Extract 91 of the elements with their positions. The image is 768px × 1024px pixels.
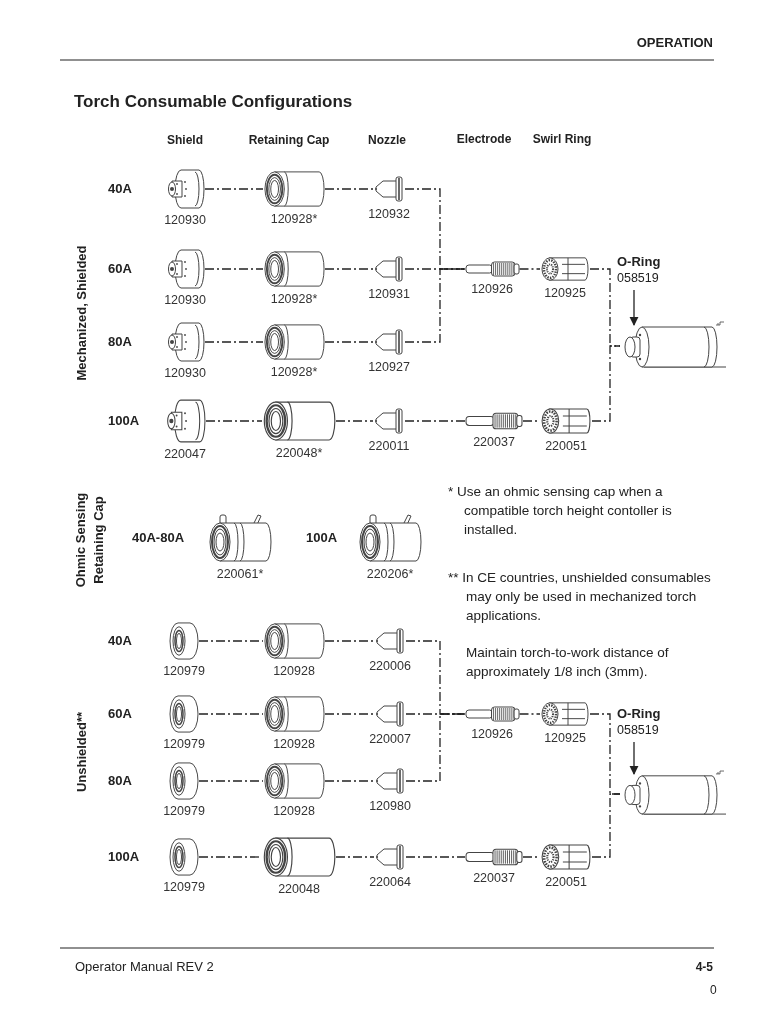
connector-line	[335, 856, 375, 858]
column-header: Retaining Cap	[248, 131, 330, 149]
part-number: 120932	[368, 207, 410, 221]
footnote: * Use an ohmic sensing cap when a compatible torch height contoller is installed.	[448, 483, 673, 539]
part-number: 220048	[278, 882, 320, 896]
part-number: 220047	[164, 447, 206, 461]
part-number: 220007	[369, 732, 411, 746]
connector-line	[205, 420, 263, 422]
connector-line	[591, 793, 621, 858]
part-number: 120979	[163, 737, 205, 751]
column-header: Shield	[167, 131, 203, 149]
part-number: 120930	[164, 213, 206, 227]
connector-line	[324, 713, 375, 715]
footer-text: 0	[710, 981, 717, 999]
part-number: 220037	[473, 435, 515, 449]
part-number: 120931	[368, 287, 410, 301]
part-number: 120928	[273, 804, 315, 818]
row-label: 60A	[108, 259, 132, 278]
connector-line	[324, 188, 374, 190]
row-label: 80A	[108, 771, 132, 790]
connector-line	[324, 268, 374, 270]
part-number: 220011	[368, 439, 410, 453]
connector-line	[404, 268, 466, 270]
page-number: 4-5	[695, 958, 713, 976]
part-name: O-Ring	[617, 705, 662, 722]
connector-line	[591, 345, 621, 422]
part-number: 058519	[617, 270, 660, 287]
part-number: 120979	[163, 880, 205, 894]
part-number: 120979	[163, 804, 205, 818]
part-number: 220061*	[216, 567, 264, 581]
part-number: 120930	[164, 366, 206, 380]
connector-line	[404, 268, 466, 343]
row-label: 40A	[108, 179, 132, 198]
connector-line	[204, 341, 264, 343]
connector-line	[324, 780, 375, 782]
part-number: 120926	[471, 282, 513, 296]
connector-line	[518, 268, 541, 270]
part-number: 120926	[471, 727, 513, 741]
row-label: 100A	[108, 847, 140, 866]
row-label: 80A	[108, 332, 132, 351]
leader-arrow	[629, 741, 639, 775]
part-number: 220051	[545, 875, 587, 889]
section-header: OPERATION	[636, 33, 713, 52]
part-name: O-Ring	[617, 253, 662, 270]
row-label: 60A	[108, 704, 132, 723]
title: Torch Consumable Configurations	[74, 92, 353, 112]
part-number: 220048*	[275, 446, 323, 460]
group-label: Mechanized, Shielded	[72, 245, 90, 381]
connector-line	[204, 188, 264, 190]
row-label: 40A-80A	[132, 528, 185, 547]
part-number: 120979	[163, 664, 205, 678]
part-number: 220206*	[366, 567, 414, 581]
connector-line	[405, 856, 466, 858]
connector-line	[404, 420, 466, 422]
part-number: 220006	[369, 659, 411, 673]
connector-line	[198, 780, 264, 782]
connector-line	[518, 713, 541, 715]
connector-line	[324, 640, 375, 642]
part-number: 220037	[473, 871, 515, 885]
part-number: 120930	[164, 293, 206, 307]
part-number: 120928*	[270, 292, 318, 306]
part-number: 120925	[544, 286, 586, 300]
group-label: Ohmic Sensing Retaining Cap	[71, 491, 107, 590]
connector-line	[198, 713, 264, 715]
connector-line	[198, 640, 264, 642]
part-number: 120928*	[270, 365, 318, 379]
part-number: 120980	[369, 799, 411, 813]
column-header: Swirl Ring	[532, 130, 592, 148]
part-number: 120925	[544, 731, 586, 745]
connector-line	[204, 268, 264, 270]
row-label: 100A	[108, 411, 140, 430]
footnote: ** In CE countries, unshielded consumables may only be used in mechanized torch applications.	[448, 569, 712, 625]
connector-line	[589, 268, 621, 347]
leader-arrow	[629, 289, 639, 326]
part-number: 220051	[545, 439, 587, 453]
part-number: 220064	[369, 875, 411, 889]
group-label: Unshielded**	[72, 711, 90, 793]
part-number: 058519	[617, 722, 660, 739]
column-header: Electrode	[456, 130, 512, 148]
part-number: 120928	[273, 737, 315, 751]
connector-line	[335, 420, 374, 422]
part-number: 120928	[273, 664, 315, 678]
connector-line	[405, 713, 466, 782]
row-label: 40A	[108, 631, 132, 650]
footer-text: Operator Manual REV 2	[75, 957, 214, 976]
connector-line	[324, 341, 374, 343]
column-header: Nozzle	[368, 131, 406, 149]
row-label: 100A	[306, 528, 338, 547]
note: Maintain torch-to-work distance of approximately 1/8 inch (3mm).	[466, 644, 670, 681]
part-number: 120927	[368, 360, 410, 374]
part-number: 120928*	[270, 212, 318, 226]
